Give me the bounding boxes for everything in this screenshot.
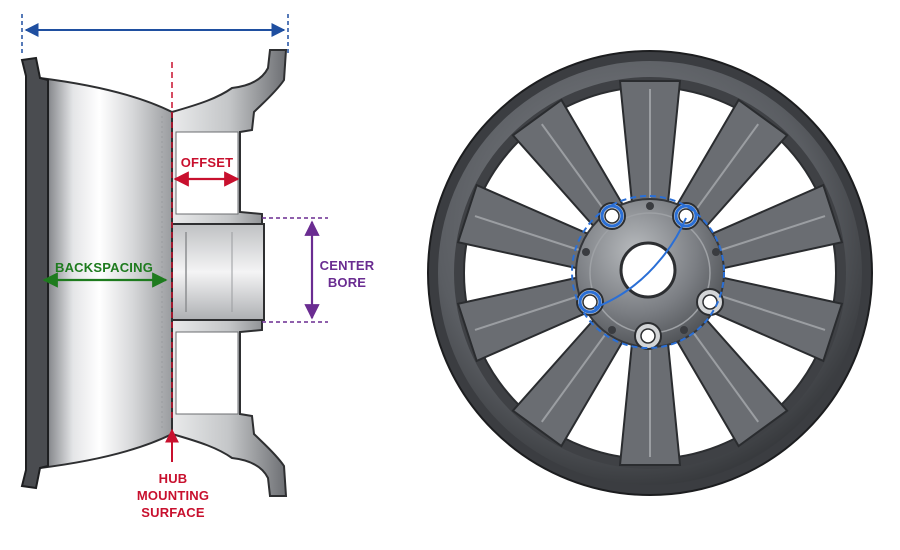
inner-rim-flange xyxy=(20,56,49,490)
spoke-window-lower xyxy=(175,331,239,415)
center-bore-label-line2: BORE xyxy=(327,275,367,290)
hub-mounting-surface-label: HUB MOUNTING SURFACE xyxy=(128,470,218,521)
hub-label-line1: HUB xyxy=(158,471,188,486)
bolt-circle xyxy=(571,195,725,349)
lug-hole xyxy=(678,208,694,224)
spoke-window-upper xyxy=(175,131,239,215)
valve-pocket xyxy=(680,326,688,334)
lug-hole xyxy=(702,294,718,310)
lug-holes-group xyxy=(576,202,724,350)
center-bore-dimension xyxy=(262,217,328,323)
spoke-highlight xyxy=(540,123,611,219)
lug-hole xyxy=(604,208,620,224)
backspacing-label: BACKSPACING xyxy=(54,260,154,275)
valve-pocket xyxy=(646,202,654,210)
spoke-highlight xyxy=(474,293,586,331)
center-bore-hole xyxy=(619,241,677,299)
center-bore-label: CENTER BORE xyxy=(312,257,382,291)
offset-label: OFFSET xyxy=(180,155,234,170)
hub-label-line3: SURFACE xyxy=(141,505,205,520)
bolt-pattern-highlight xyxy=(578,290,602,314)
spoke-highlight xyxy=(689,123,760,219)
lug-hole xyxy=(582,294,598,310)
valve-pocket xyxy=(712,248,720,256)
spoke-highlight xyxy=(474,215,586,253)
bolt-pattern-highlight xyxy=(674,204,698,228)
center-bore-label-line1: CENTER xyxy=(319,258,375,273)
valve-pocket xyxy=(608,326,616,334)
spoke-highlight xyxy=(714,215,826,253)
lug-hole xyxy=(640,328,656,344)
spoke-highlight xyxy=(540,327,611,423)
valve-pocket xyxy=(582,248,590,256)
bolt-pattern-line xyxy=(593,217,687,309)
spoke-highlight xyxy=(714,293,826,331)
wheel-width-dimension xyxy=(21,14,289,54)
spokes-group xyxy=(456,80,844,466)
wheel-front-view xyxy=(427,50,873,496)
spoke-highlight xyxy=(689,327,760,423)
bolt-pattern-highlight xyxy=(600,204,624,228)
hub-label-line2: MOUNTING xyxy=(136,488,210,503)
